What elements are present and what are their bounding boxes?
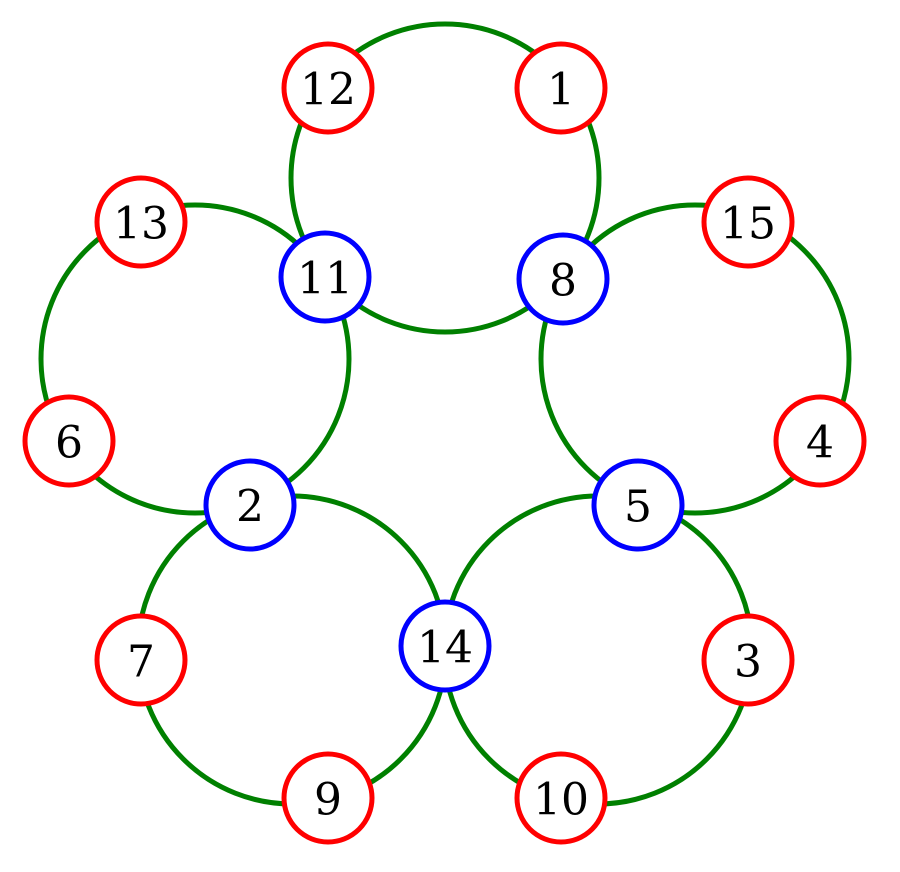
node-14: 14 [398,599,492,693]
ring-right [538,202,852,516]
node-label: 14 [417,623,473,674]
node-label: 11 [297,254,353,305]
node-circle [773,394,867,488]
node-label: 13 [113,199,169,250]
ring-top [288,21,602,335]
node-label: 8 [549,256,577,307]
node-2: 2 [203,458,297,552]
node-label: 3 [734,637,762,688]
node-label: 1 [547,65,575,116]
node-1: 1 [514,41,608,135]
node-label: 7 [127,637,155,688]
node-label: 15 [720,199,776,250]
node-label: 6 [55,418,83,469]
node-10: 10 [514,751,608,845]
node-circle [94,613,188,707]
node-3: 3 [701,613,795,707]
node-7: 7 [94,613,188,707]
node-label: 2 [236,482,264,533]
node-circle [278,230,372,324]
node-9: 9 [281,751,375,845]
node-label: 12 [300,65,356,116]
node-circle [701,175,795,269]
ring-left [38,202,352,516]
node-4: 4 [773,394,867,488]
node-circle [514,41,608,135]
node-circle [398,599,492,693]
node-11: 11 [278,230,372,324]
node-label: 5 [624,482,652,533]
node-circle [514,751,608,845]
node-5: 5 [591,458,685,552]
node-circle [701,613,795,707]
node-8: 8 [516,232,610,326]
node-6: 6 [22,394,116,488]
node-label: 10 [533,775,589,826]
node-circle [94,175,188,269]
node-15: 15 [701,175,795,269]
node-circle [281,751,375,845]
node-circle [281,41,375,135]
node-label: 9 [314,775,342,826]
node-13: 13 [94,175,188,269]
nodes-layer: 12 1 13 11 8 15 6 4 2 5 7 14 3 9 10 [22,41,867,845]
node-12: 12 [281,41,375,135]
node-circle [516,232,610,326]
node-circle [203,458,297,552]
node-label: 4 [806,418,834,469]
node-circle [591,458,685,552]
node-circle [22,394,116,488]
